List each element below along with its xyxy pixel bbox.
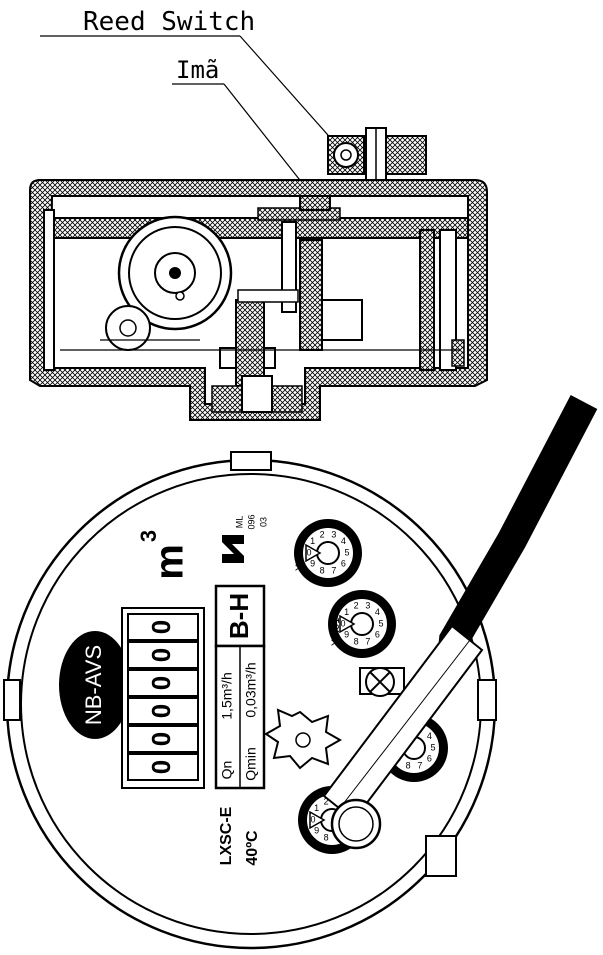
odometer-cell <box>127 725 199 753</box>
odometer-digit: 0 <box>146 732 176 746</box>
reed-callout-leader <box>239 35 344 153</box>
main-gear <box>117 215 233 331</box>
brand-badge <box>59 631 131 739</box>
inner-plate <box>51 217 469 239</box>
dial-multiplier: X0.1 <box>294 549 306 572</box>
odometer-cell <box>127 669 199 697</box>
dial-digit: 6 <box>427 754 432 764</box>
dial-digit: 9 <box>344 630 349 640</box>
spindle-assembly <box>211 221 363 413</box>
model-label: LXSC-E <box>218 806 235 865</box>
dial-digit: 9 <box>314 826 319 836</box>
dial-multiplier: X0.01 <box>330 618 342 647</box>
dial-digit: 0 <box>306 547 311 557</box>
dial-digit: 7 <box>417 760 422 770</box>
dial-digit: 3 <box>365 600 370 610</box>
dial-digit: 4 <box>341 536 346 546</box>
meter-face-view: NB-AVS 0 0 0 0 0 0 m 3 B-H Qn 1,5m³/h Qmin 0,… <box>3 395 598 950</box>
dial-digit: 8 <box>354 636 359 646</box>
class-box <box>214 584 266 648</box>
dial-digit: 1 <box>344 607 349 617</box>
odometer-cell <box>127 753 199 781</box>
unit-exponent: 3 <box>136 530 161 542</box>
odometer-cell <box>127 697 199 725</box>
approval-line-2: 096 <box>246 514 256 529</box>
dial-digit: 4 <box>427 731 432 741</box>
dial-digit: 1 <box>314 803 319 813</box>
temperature-label: 40ºC <box>244 830 261 866</box>
odometer-digit: 0 <box>146 676 176 690</box>
brand-label: NB-AVS <box>81 645 106 725</box>
dial-digit: 7 <box>365 636 370 646</box>
approval-line-3: 03 <box>258 517 268 527</box>
dial-digit: 3 <box>331 529 336 539</box>
dial-digit: 1 <box>310 536 315 546</box>
dial-digit: 2 <box>320 529 325 539</box>
dial-digit: 2 <box>324 796 329 806</box>
dial-digit: 6 <box>375 630 380 640</box>
unit-label: m <box>148 544 192 580</box>
dial-digit: 5 <box>344 547 349 557</box>
approval-line-1: ML <box>234 516 244 529</box>
magnet-element <box>299 195 331 211</box>
odometer-cell <box>127 641 199 669</box>
qn-value: 1,5m³/h <box>219 672 235 719</box>
small-gear <box>105 305 151 351</box>
class-label: B-H <box>224 593 254 639</box>
reed-switch-label: Reed Switch <box>83 7 255 37</box>
odometer-digit: 0 <box>146 648 176 662</box>
magnet-label: Imã <box>176 56 219 84</box>
dial-digit: 7 <box>331 565 336 575</box>
approval-mark: ML 096 03 <box>222 514 268 563</box>
dial-digit: 0 <box>310 814 315 824</box>
dial-digit: 8 <box>324 832 329 842</box>
dial-digit: 8 <box>406 760 411 770</box>
odometer-digits: 0 0 0 0 0 0 <box>127 613 199 781</box>
dial-digit: 4 <box>375 607 380 617</box>
cross-section-view: Reed Switch Imã <box>29 7 488 421</box>
reed-switch-housing <box>327 127 427 215</box>
qmin-label: Qmin <box>243 747 259 780</box>
qn-label: Qn <box>219 761 235 780</box>
odometer-cell <box>127 613 199 641</box>
odometer-digit: 0 <box>146 760 176 774</box>
odometer-digit: 0 <box>146 704 176 718</box>
qmin-value: 0,03m³/h <box>243 662 259 717</box>
screw-boss <box>359 667 405 697</box>
dial-digit: 0 <box>340 618 345 628</box>
dial-digit: 9 <box>310 559 315 569</box>
dial-digit: 5 <box>378 618 383 628</box>
dial-digit: 2 <box>354 600 359 610</box>
dial-digit: 8 <box>320 565 325 575</box>
dial-digit: 6 <box>341 559 346 569</box>
face-star-gear <box>264 708 343 770</box>
odometer-digit: 0 <box>146 620 176 634</box>
dial-digit: 5 <box>430 742 435 752</box>
